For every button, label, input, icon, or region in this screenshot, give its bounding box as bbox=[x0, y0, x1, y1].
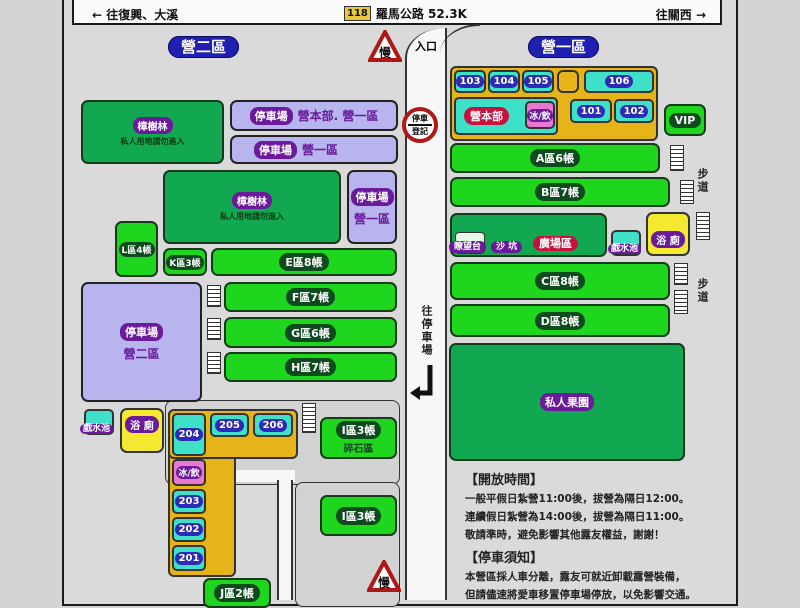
lookout-label: 瞭望台 bbox=[449, 234, 487, 253]
parking-lot-2[interactable]: 停車場 營一區 bbox=[230, 135, 398, 164]
parking-lot-4[interactable]: 停車場 營二區 bbox=[81, 282, 202, 402]
plaza-label: 廣場區 bbox=[533, 232, 578, 251]
site-b[interactable]: B區7帳 bbox=[450, 177, 670, 207]
site-l[interactable]: L區4帳 bbox=[115, 221, 158, 277]
info-panel: 【開放時間】 一般平假日紮營11:00後，拔營為隔日12:00。 連續假日紮營為… bbox=[465, 472, 735, 604]
parking-lot-1[interactable]: 停車場 營本部. 營一區 bbox=[230, 100, 398, 131]
site-i-gravel[interactable]: I區3帳 碎石區 bbox=[320, 417, 397, 459]
hours-title: 【開放時間】 bbox=[465, 473, 544, 488]
walkway-label: 步道 bbox=[696, 168, 709, 194]
site-j[interactable]: J區2帳 bbox=[203, 578, 271, 608]
stairs bbox=[207, 318, 221, 340]
hq-label: 營本部 bbox=[464, 107, 509, 125]
zone2-bathroom[interactable]: 浴 廁 bbox=[120, 408, 164, 453]
zone2-title: 營二區 bbox=[168, 36, 240, 58]
site-i[interactable]: I區3帳 bbox=[320, 495, 397, 536]
zone1-shop[interactable]: 冰/飲 bbox=[525, 101, 555, 129]
stairs bbox=[680, 180, 694, 204]
road-name: 羅馬公路 52.3K bbox=[375, 7, 467, 21]
hours-line: 一般平假日紮營11:00後，拔營為隔日12:00。 bbox=[465, 493, 690, 505]
svg-text:慢: 慢 bbox=[379, 45, 392, 60]
zone2-waterplay-label: 戲水池 bbox=[80, 416, 114, 435]
site-106[interactable]: 106 bbox=[584, 70, 654, 93]
svg-text:慢: 慢 bbox=[378, 575, 391, 590]
zone1-bathroom[interactable]: 浴 廁 bbox=[646, 212, 690, 256]
sandpit-label: 沙 坑 bbox=[491, 234, 523, 253]
side-road bbox=[235, 470, 295, 482]
turn-arrow-icon bbox=[410, 365, 436, 405]
slow-sign-top: 慢 bbox=[366, 27, 404, 66]
camphor-forest-1: 樟樹林 私人用地請勿進入 bbox=[81, 100, 224, 164]
site-206[interactable]: 206 bbox=[253, 413, 293, 437]
to-parking-label: 往停車場 bbox=[420, 305, 433, 357]
camphor-forest-2: 樟樹林 私人用地請勿進入 bbox=[163, 170, 341, 244]
stairs bbox=[674, 290, 688, 314]
road-banner: ← 往復興、大溪 118 羅馬公路 52.3K 往關西 → bbox=[72, 0, 722, 25]
site-104[interactable]: 104 bbox=[488, 70, 520, 93]
direction-right: 往關西 → bbox=[655, 8, 706, 22]
stairs bbox=[674, 263, 688, 285]
parking-line: 但請儘速將愛車移置停車場停放，以免影響交通。 bbox=[465, 589, 696, 601]
private-orchard: 私人果園 bbox=[449, 343, 685, 461]
site-e[interactable]: E區8帳 bbox=[211, 248, 397, 276]
entrance-label: 入口 bbox=[415, 40, 437, 53]
site-k[interactable]: K區3帳 bbox=[163, 248, 207, 276]
direction-left: ← 往復興、大溪 bbox=[92, 8, 179, 22]
site-101[interactable]: 101 bbox=[570, 99, 612, 123]
parking-title: 【停車須知】 bbox=[465, 551, 544, 566]
site-d[interactable]: D區8帳 bbox=[450, 304, 670, 337]
route-badge: 118 bbox=[344, 6, 371, 21]
zone1-title: 營一區 bbox=[528, 36, 600, 58]
slow-sign-bottom: 慢 bbox=[365, 557, 403, 596]
site-h[interactable]: H區7帳 bbox=[224, 352, 397, 382]
site-202[interactable]: 202 bbox=[172, 517, 206, 542]
zone2-shop[interactable]: 冰/飲 bbox=[172, 459, 206, 486]
zone1-waterplay-label: 戲水池 bbox=[608, 236, 642, 255]
side-road-vertical bbox=[277, 480, 293, 600]
hours-line: 敬請準時，避免影響其他露友權益，謝謝！ bbox=[465, 529, 665, 541]
walkway-label: 步道 bbox=[696, 278, 709, 304]
hours-line: 連續假日紮營為14:00後，拔營為隔日11:00。 bbox=[465, 511, 690, 523]
stairs bbox=[302, 403, 316, 433]
site-204[interactable]: 204 bbox=[172, 413, 206, 456]
site-205[interactable]: 205 bbox=[210, 413, 249, 437]
stairs bbox=[207, 352, 221, 374]
vip-site[interactable]: VIP bbox=[664, 104, 706, 136]
site-g[interactable]: G區6帳 bbox=[224, 317, 397, 348]
parking-lot-3[interactable]: 停車場 營一區 bbox=[347, 170, 397, 244]
site-105[interactable]: 105 bbox=[522, 70, 554, 93]
empty-cell bbox=[557, 70, 579, 93]
stairs bbox=[696, 212, 710, 240]
stairs bbox=[670, 145, 684, 171]
parking-line: 本營區採人車分離，露友可就近卸載露營裝備， bbox=[465, 571, 686, 583]
site-102[interactable]: 102 bbox=[614, 99, 654, 123]
site-c[interactable]: C區8帳 bbox=[450, 262, 670, 300]
site-203[interactable]: 203 bbox=[172, 489, 206, 514]
site-a[interactable]: A區6帳 bbox=[450, 143, 660, 173]
stairs bbox=[207, 285, 221, 307]
road-label: 118 羅馬公路 52.3K bbox=[344, 5, 467, 22]
site-f[interactable]: F區7帳 bbox=[224, 282, 397, 312]
site-103[interactable]: 103 bbox=[454, 70, 486, 93]
site-201[interactable]: 201 bbox=[172, 545, 206, 571]
parking-register-sign: 停車 登記 bbox=[402, 107, 438, 143]
